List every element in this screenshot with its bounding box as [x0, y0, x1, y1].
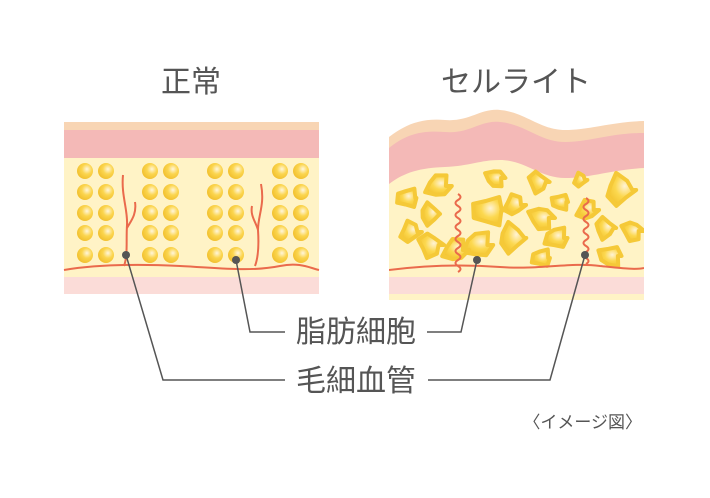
fat-cell — [397, 189, 416, 207]
fat-cell — [228, 225, 244, 241]
cellulite-skin-panel — [389, 110, 644, 300]
fat-cell — [98, 205, 114, 221]
fat-cell — [142, 247, 158, 263]
fat-cell — [98, 163, 114, 179]
label-capillaries: 毛細血管 — [296, 364, 416, 399]
fat-cell — [272, 225, 288, 241]
fat-cell — [552, 195, 568, 210]
fat-cell — [163, 163, 179, 179]
fat-cell — [77, 225, 93, 241]
fat-cell — [272, 184, 288, 200]
fat-cell — [142, 205, 158, 221]
fat-cell — [207, 247, 223, 263]
bottom-layer — [64, 277, 319, 294]
fat-cell — [163, 184, 179, 200]
title-cellulite: セルライト — [441, 65, 591, 100]
fat-cell — [228, 163, 244, 179]
fat-cell — [207, 205, 223, 221]
fat-cell — [163, 225, 179, 241]
fat-cell — [272, 205, 288, 221]
fat-cell — [293, 163, 309, 179]
bottom-layer — [389, 277, 644, 294]
fat-cell — [98, 247, 114, 263]
fat-cell — [142, 163, 158, 179]
epidermis-layer — [64, 122, 319, 131]
fat-cell — [77, 247, 93, 263]
fat-cell — [77, 184, 93, 200]
fat-cell — [272, 247, 288, 263]
fat-cell — [293, 247, 309, 263]
fat-cell — [207, 163, 223, 179]
fat-cell — [142, 225, 158, 241]
fat-cell — [228, 184, 244, 200]
fat-cell — [207, 184, 223, 200]
fat-cell — [272, 163, 288, 179]
fat-cell — [98, 225, 114, 241]
fat-cell — [293, 225, 309, 241]
title-normal: 正常 — [161, 65, 221, 100]
fat-cell — [163, 205, 179, 221]
fat-cell — [98, 184, 114, 200]
fat-cell — [228, 205, 244, 221]
fat-cell — [293, 184, 309, 200]
fat-cell — [77, 163, 93, 179]
fat-cell — [207, 225, 223, 241]
fat-cell — [293, 205, 309, 221]
fat-cell — [163, 247, 179, 263]
normal-skin-panel — [64, 122, 319, 294]
label-fat-cells: 脂肪細胞 — [296, 315, 416, 350]
fat-cell — [142, 184, 158, 200]
dermis-layer — [64, 130, 319, 159]
fat-cell — [77, 205, 93, 221]
caption-image-diagram: 〈イメージ図〉 — [523, 413, 642, 433]
fat-cell — [532, 249, 550, 266]
